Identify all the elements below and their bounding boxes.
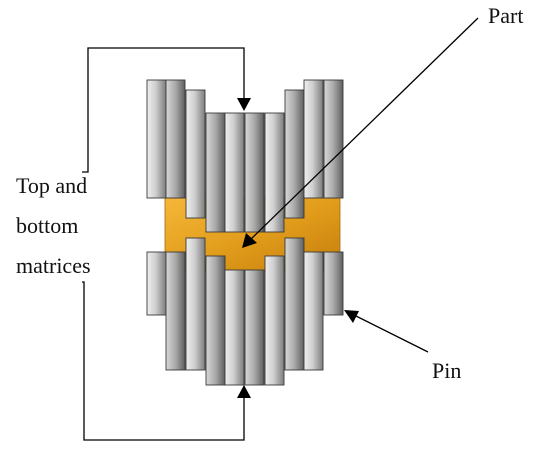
top-pin-8 xyxy=(284,89,305,219)
matrices-bottom-leader xyxy=(82,281,251,441)
top-pin-5 xyxy=(224,112,245,233)
arrow-icon xyxy=(242,233,257,248)
top-pin-4 xyxy=(205,112,226,233)
top-pin-1 xyxy=(146,79,167,199)
bottom-pin-9 xyxy=(303,251,324,371)
top-pin-6 xyxy=(244,112,265,233)
bottom-pin-6 xyxy=(244,269,265,386)
top-pin-7 xyxy=(264,112,285,233)
matrices-label-line3: matrices xyxy=(16,253,91,278)
top-matrix xyxy=(146,79,344,233)
matrices-label-line2: bottom xyxy=(16,213,79,238)
bottom-pin-3 xyxy=(185,237,206,371)
bottom-pin-5 xyxy=(224,269,245,386)
bottom-pin-8 xyxy=(284,237,305,371)
arrow-icon xyxy=(344,310,359,323)
top-pin-9 xyxy=(303,79,324,199)
pin-leader xyxy=(344,310,429,353)
pin-label: Pin xyxy=(432,358,462,383)
bottom-matrix xyxy=(146,237,344,386)
bottom-pin-4 xyxy=(205,255,226,386)
arrow-up-icon xyxy=(237,385,251,398)
part-label: Part xyxy=(488,3,524,28)
part-leader xyxy=(242,17,479,248)
bottom-pin-1 xyxy=(146,251,167,316)
bottom-pin-7 xyxy=(264,255,285,386)
arrow-down-icon xyxy=(237,98,251,111)
top-pin-10 xyxy=(323,79,344,199)
matrices-label-line1: Top and xyxy=(16,173,88,198)
bottom-pin-10 xyxy=(323,251,344,316)
top-pin-3 xyxy=(185,89,206,219)
bottom-pin-2 xyxy=(165,251,186,371)
matrices-top-leader xyxy=(82,47,251,173)
top-pin-2 xyxy=(165,79,186,199)
